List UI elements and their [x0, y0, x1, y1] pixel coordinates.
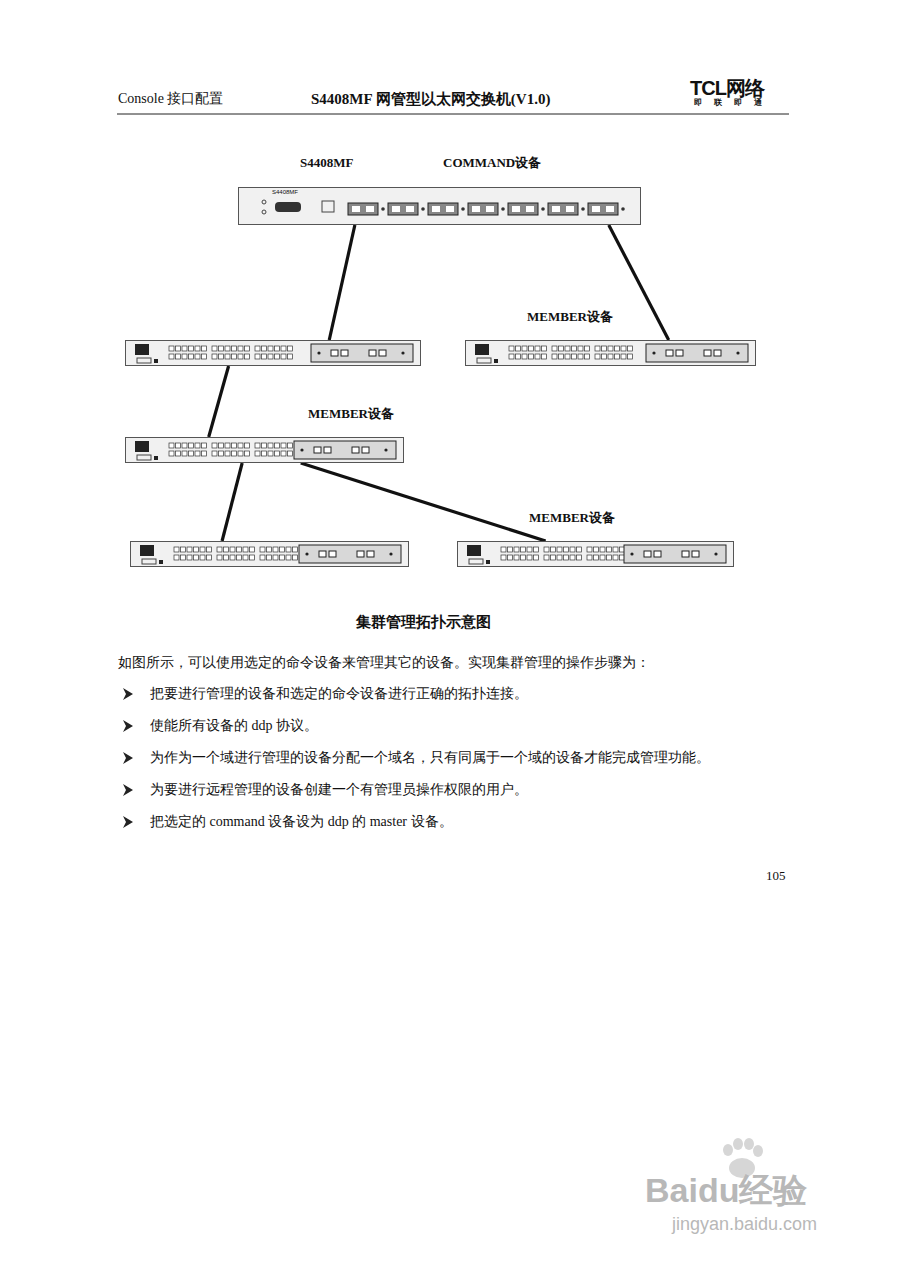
watermark-url: jingyan.baidu.com — [672, 1214, 817, 1236]
device-heading: S4408MF — [300, 156, 353, 170]
command-switch: S4408MFCOMMAND设备 — [238, 187, 641, 225]
header-title: S4408MF 网管型以太网交换机(V1.0) — [311, 90, 550, 108]
device-chassis — [466, 341, 756, 366]
member-switch: MEMBER设备 — [125, 437, 404, 463]
network-cable — [301, 463, 546, 541]
device-heading: COMMAND设备 — [443, 156, 541, 170]
paw-toe — [744, 1138, 754, 1150]
brand-slogan: 即 联 即 通 — [694, 98, 767, 108]
bullet — [123, 752, 133, 764]
switch-illustration — [238, 187, 641, 225]
bullet-text: 把要进行管理的设备和选定的命令设备进行正确的拓扑连接。 — [150, 686, 528, 703]
member-switch — [130, 541, 409, 567]
watermark-logo: Baidu经验 — [645, 1170, 807, 1211]
bullet — [123, 720, 133, 732]
device-front — [140, 545, 401, 564]
bullet-text: 把选定的 command 设备设为 ddp 的 master 设备。 — [150, 814, 453, 831]
switch-illustration — [125, 437, 404, 463]
network-cable — [209, 366, 229, 437]
device-front — [262, 200, 625, 215]
device-front — [467, 545, 726, 564]
network-cable — [222, 463, 242, 541]
paw-toe — [753, 1145, 763, 1157]
page-number: 105 — [766, 868, 786, 884]
device-heading: MEMBER设备 — [527, 310, 613, 324]
switch-illustration — [457, 541, 734, 567]
device-heading: MEMBER设备 — [308, 407, 394, 421]
switch-illustration — [130, 541, 409, 567]
device-chassis — [458, 542, 734, 567]
member-switch: MEMBER设备 — [457, 541, 734, 567]
header-rule — [117, 114, 789, 115]
device-front — [475, 344, 748, 363]
brand-logo: TCL网络 — [690, 76, 764, 100]
member-switch: MEMBER设备 — [465, 340, 756, 366]
device-chassis — [131, 542, 409, 567]
switch-illustration — [125, 340, 421, 366]
switch-illustration — [465, 340, 756, 366]
device-chassis — [126, 341, 421, 366]
device-front — [135, 344, 413, 363]
bullet-text: 使能所有设备的 ddp 协议。 — [150, 718, 318, 735]
paragraph: 如图所示，可以使用选定的命令设备来管理其它的设备。实现集群管理的操作步骤为： — [118, 655, 650, 672]
paw-toe — [723, 1144, 733, 1156]
bullet — [123, 784, 133, 796]
bullet — [123, 816, 133, 828]
network-cable — [329, 225, 355, 340]
device-model-tag: S4408MF — [272, 189, 298, 196]
device-chassis — [239, 188, 641, 225]
figure-caption: 集群管理拓扑示意图 — [356, 613, 491, 631]
device-chassis — [126, 438, 404, 463]
bullet-marks — [123, 688, 133, 828]
device-heading: MEMBER设备 — [529, 511, 615, 525]
bullet-text: 为要进行远程管理的设备创建一个有管理员操作权限的用户。 — [150, 782, 528, 799]
header-section: Console 接口配置 — [118, 91, 223, 108]
bullet — [123, 688, 133, 700]
device-front — [135, 441, 396, 460]
network-cable — [609, 225, 669, 340]
member-switch — [125, 340, 421, 366]
bullet-text: 为作为一个域进行管理的设备分配一个域名，只有同属于一个域的设备才能完成管理功能。 — [150, 750, 710, 767]
paw-toe — [733, 1138, 743, 1150]
